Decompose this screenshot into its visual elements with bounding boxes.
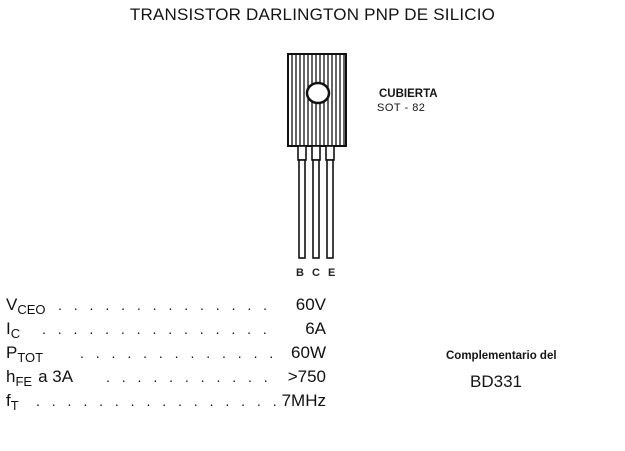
- transistor-package-drawing: [287, 53, 347, 259]
- spec-symbol: fT: [6, 391, 19, 413]
- spec-row-hfe: . . . . . . . . . . . . . . . . . . . . …: [6, 365, 326, 389]
- package-body: [287, 53, 347, 147]
- spec-symbol: PTOT: [6, 343, 44, 365]
- spec-value: 6A: [301, 317, 326, 341]
- complement-label: Complementario del: [446, 350, 557, 362]
- leader-dots: . . . . . . . . . . . . . . . . . . . . …: [58, 297, 280, 313]
- spec-value: 60V: [291, 293, 326, 317]
- spec-value: >750: [283, 365, 326, 389]
- pin-label-emitter: E: [328, 267, 336, 279]
- page-title: TRANSISTOR DARLINGTON PNP DE SILICIO: [129, 5, 496, 24]
- spec-symbol: VCEO: [6, 295, 46, 317]
- package-leads: [297, 145, 335, 259]
- spec-row-ft: . . . . . . . . . . . . . . . . . . . . …: [6, 389, 326, 413]
- leader-dots: . . . . . . . . . . . . . . . . . . . . …: [106, 369, 280, 385]
- pin-label-base: B: [296, 267, 304, 279]
- package-type: SOT - 82: [377, 102, 426, 114]
- leader-dots: . . . . . . . . . . . . . . . . . . . . …: [42, 321, 280, 337]
- leader-dots: . . . . . . . . . . . . . . . . . . . . …: [36, 393, 280, 409]
- leader-dots: . . . . . . . . . . . . . . . . . . . . …: [80, 345, 280, 361]
- complement-value: BD331: [470, 372, 522, 391]
- spec-value: 7MHz: [277, 389, 326, 413]
- spec-symbol: IC: [6, 319, 21, 341]
- spec-list: . . . . . . . . . . . . . . . . . . . . …: [6, 293, 326, 413]
- spec-value: 60W: [287, 341, 326, 365]
- spec-row-ic: . . . . . . . . . . . . . . . . . . . . …: [6, 317, 326, 341]
- spec-row-vceo: . . . . . . . . . . . . . . . . . . . . …: [6, 293, 326, 317]
- spec-row-ptot: . . . . . . . . . . . . . . . . . . . . …: [6, 341, 326, 365]
- package-label: CUBIERTA: [379, 88, 438, 100]
- pin-label-collector: C: [312, 267, 320, 279]
